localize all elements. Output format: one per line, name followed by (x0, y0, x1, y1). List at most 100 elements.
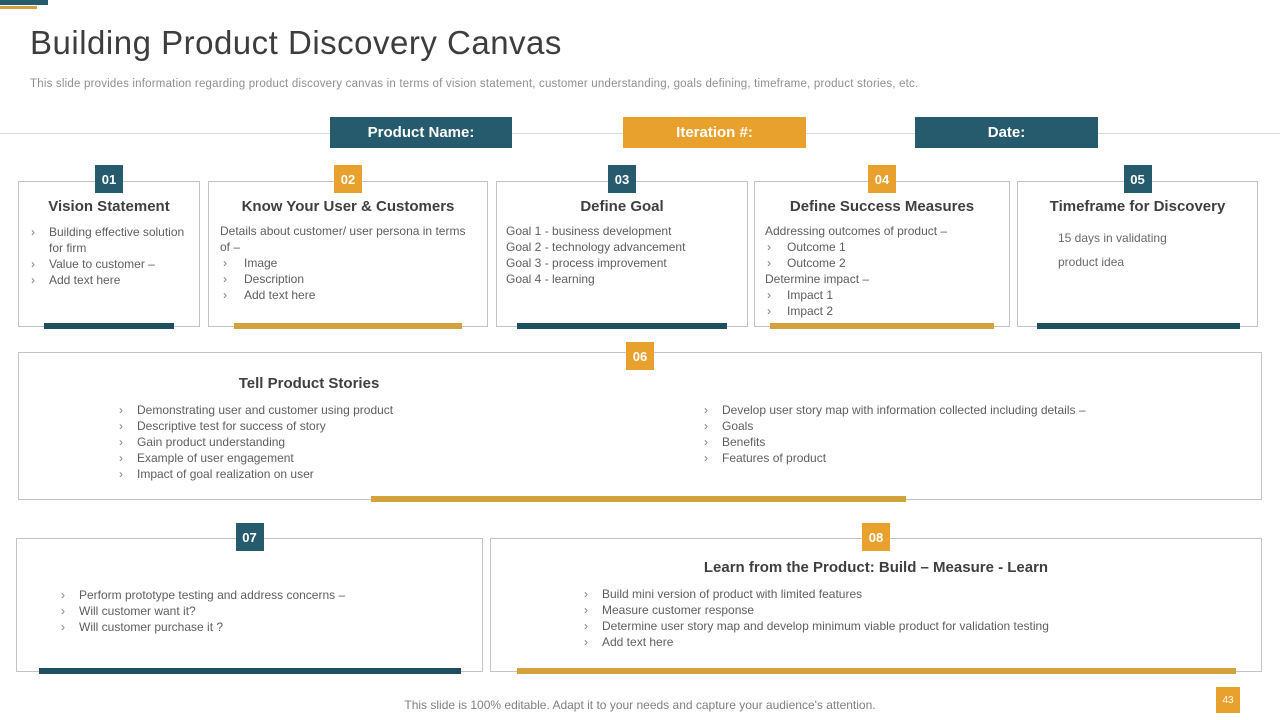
box-title: Vision Statement (48, 198, 170, 215)
list-item: › Benefits (704, 434, 1261, 450)
chevron-bullet-icon: › (31, 273, 35, 287)
list-item-text: Impact 1 (787, 288, 834, 302)
list-item-text: Goals (722, 419, 754, 433)
box-number-badge: 02 (334, 165, 362, 193)
list-item: › Impact 2 (765, 303, 1003, 319)
list-item-text: Perform prototype testing and address co… (79, 588, 346, 602)
chevron-bullet-icon: › (767, 304, 771, 318)
list-item-text: Add text here (602, 635, 674, 649)
box-number-badge: 05 (1123, 165, 1152, 193)
page-number-badge: 43 (1216, 687, 1240, 713)
list-item: › Descriptive test for success of story (119, 418, 679, 434)
list-item-text: Build mini version of product with limit… (602, 587, 863, 601)
chevron-bullet-icon: › (584, 587, 588, 601)
box-accent-bar (371, 496, 906, 502)
box-accent-bar (1037, 323, 1241, 329)
goal-line: Goal 3 - process improvement (506, 256, 667, 270)
list-item-text: Determine user story map and develop min… (602, 619, 1049, 633)
list-item: › Add text here (220, 287, 477, 303)
list-item: › Features of product (704, 450, 1261, 466)
box-title: Define Goal (580, 198, 664, 215)
list-item: › Impact of goal realization on user (119, 466, 679, 482)
canvas-box-prototype-testing: 07 › Perform prototype testing and addre… (16, 523, 483, 674)
list-item: › Image (220, 255, 477, 271)
box-number-badge: 04 (868, 165, 896, 193)
list-item: › Impact 1 (765, 287, 1003, 303)
box-accent-bar (44, 323, 174, 329)
chevron-bullet-icon: › (704, 435, 708, 449)
chevron-bullet-icon: › (119, 419, 123, 433)
timeframe-line: 15 days in validating (1058, 231, 1167, 245)
list-item-text: Add text here (244, 288, 316, 302)
box-intro-text: Determine impact – (765, 272, 870, 286)
box-number-badge: 08 (862, 523, 890, 551)
list-item-text: Descriptive test for success of story (137, 419, 326, 433)
chevron-bullet-icon: › (61, 604, 65, 618)
page-subtitle: This slide provides information regardin… (30, 78, 919, 90)
canvas-box-define-goal: 03 Define Goal Goal 1 - business develop… (496, 165, 748, 329)
product-name-label: Product Name: (330, 117, 512, 148)
chevron-bullet-icon: › (119, 435, 123, 449)
list-item-text: Will customer purchase it ? (79, 620, 224, 634)
canvas-box-vision-statement: 01 Vision Statement › Building effective… (18, 165, 200, 329)
list-item-text: Gain product understanding (137, 435, 286, 449)
box-title: Timeframe for Discovery (1049, 198, 1226, 215)
list-item: › Measure customer response (584, 602, 1251, 618)
iteration-label: Iteration #: (623, 117, 806, 148)
list-item: › Determine user story map and develop m… (584, 618, 1251, 634)
box-title: Know Your User & Customers (241, 198, 455, 215)
chevron-bullet-icon: › (31, 225, 35, 239)
box-title: Tell Product Stories (238, 375, 380, 392)
list-item-text: Demonstrating user and customer using pr… (137, 403, 394, 417)
list-item: › Gain product understanding (119, 434, 679, 450)
list-item-text: Impact 2 (787, 304, 834, 318)
list-item: › Will customer purchase it ? (61, 619, 472, 635)
list-item: › Perform prototype testing and address … (61, 587, 472, 603)
box-accent-bar (39, 668, 461, 674)
list-item-text: Add text here (49, 273, 121, 287)
goal-line: Goal 2 - technology advancement (506, 240, 686, 254)
chevron-bullet-icon: › (704, 419, 708, 433)
date-label: Date: (915, 117, 1098, 148)
box-accent-bar (517, 668, 1236, 674)
list-item-text: Description (244, 272, 305, 286)
canvas-box-know-your-user: 02 Know Your User & Customers Details ab… (208, 165, 488, 329)
box-number-badge: 01 (95, 165, 123, 193)
list-item: › Goals (704, 418, 1261, 434)
box-number-badge: 06 (626, 342, 654, 370)
canvas-box-timeframe: 05 Timeframe for Discovery 15 days in va… (1017, 165, 1258, 329)
chevron-bullet-icon: › (31, 257, 35, 271)
chevron-bullet-icon: › (223, 272, 227, 286)
list-item: › Example of user engagement (119, 450, 679, 466)
list-item-text: Example of user engagement (137, 451, 294, 465)
chevron-bullet-icon: › (767, 256, 771, 270)
list-item-text: Image (244, 256, 278, 270)
box-number-badge: 07 (235, 523, 264, 551)
chevron-bullet-icon: › (61, 620, 65, 634)
chevron-bullet-icon: › (119, 403, 123, 417)
list-item-text: Value to customer – (49, 257, 155, 271)
list-item-text: Outcome 1 (787, 240, 846, 254)
list-item: › Build mini version of product with lim… (584, 586, 1251, 602)
chevron-bullet-icon: › (584, 619, 588, 633)
chevron-bullet-icon: › (704, 403, 708, 417)
list-item-text: Develop user story map with information … (722, 403, 1086, 417)
list-item-text: Building effective solution for firm (49, 225, 185, 255)
list-item: › Will customer want it? (61, 603, 472, 619)
box-accent-bar (517, 323, 727, 329)
list-item-text: Impact of goal realization on user (137, 467, 314, 481)
goal-line: Goal 4 - learning (506, 272, 595, 286)
list-item: › Add text here (584, 634, 1251, 650)
chevron-bullet-icon: › (223, 256, 227, 270)
list-item-text: Outcome 2 (787, 256, 846, 270)
chevron-bullet-icon: › (767, 240, 771, 254)
box-title: Learn from the Product: Build – Measure … (703, 559, 1049, 576)
box-intro-text: Details about customer/ user persona in … (220, 224, 466, 254)
chevron-bullet-icon: › (223, 288, 227, 302)
box-number-badge: 03 (608, 165, 636, 193)
chevron-bullet-icon: › (584, 635, 588, 649)
list-item-text: Will customer want it? (79, 604, 196, 618)
list-item: › Develop user story map with informatio… (704, 402, 1261, 418)
canvas-box-learn-from-product: 08 Learn from the Product: Build – Measu… (490, 523, 1262, 674)
